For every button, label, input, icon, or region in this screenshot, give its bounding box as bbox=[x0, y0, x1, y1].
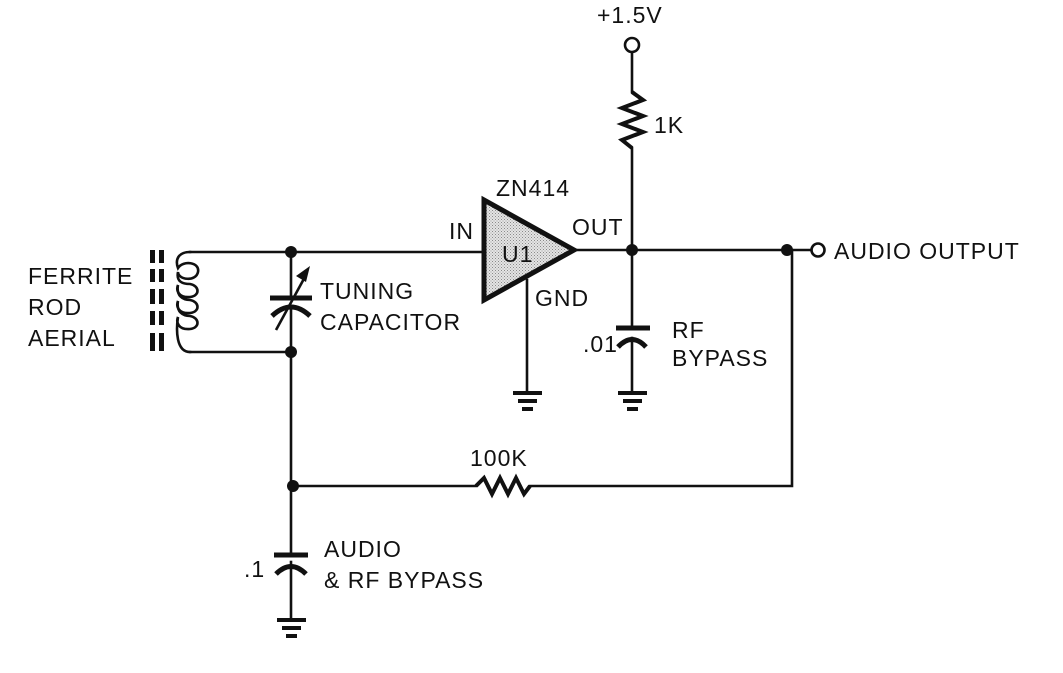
variable-arrow-line bbox=[274, 274, 308, 331]
capacitor-plate-curved bbox=[270, 304, 312, 318]
ic-gnd-label: GND bbox=[535, 285, 589, 311]
r1-value-label: 1K bbox=[654, 112, 684, 138]
rf-cap-value-label: .01 bbox=[583, 331, 618, 357]
aerial-label-line1: FERRITE bbox=[28, 263, 133, 289]
capacitor-plate-curved bbox=[274, 564, 308, 576]
junction-dot bbox=[285, 246, 297, 258]
audio-cap-label-line1: AUDIO bbox=[324, 536, 402, 562]
junction-dot bbox=[287, 480, 299, 492]
resistor-100k-icon bbox=[474, 473, 532, 499]
supply-voltage-label: +1.5V bbox=[597, 2, 663, 28]
audio-cap-label-line2: & RF BYPASS bbox=[324, 567, 484, 593]
audio-cap-value-label: .1 bbox=[244, 556, 265, 582]
audio-output-terminal-icon bbox=[810, 242, 826, 258]
ic-u1 bbox=[481, 195, 580, 305]
ferrite-rod-aerial bbox=[150, 250, 200, 354]
rf-cap-label-line2: BYPASS bbox=[672, 345, 768, 371]
ic-ref-label: U1 bbox=[502, 241, 533, 267]
ic-part-label: ZN414 bbox=[496, 175, 570, 201]
junction-dot bbox=[781, 244, 793, 256]
wire-feedback-right bbox=[528, 248, 794, 488]
rf-bypass-capacitor bbox=[616, 325, 650, 349]
supply-terminal-icon bbox=[623, 36, 641, 54]
ic-in-label: IN bbox=[449, 218, 474, 244]
wires bbox=[188, 50, 814, 622]
junction-dot bbox=[626, 244, 638, 256]
tuning-capacitor bbox=[270, 266, 312, 331]
ic-out-label: OUT bbox=[572, 214, 624, 240]
amplifier-triangle-icon bbox=[481, 195, 580, 305]
ground-ic-icon bbox=[513, 391, 542, 411]
tuning-label-line2: CAPACITOR bbox=[320, 309, 461, 335]
audio-output-label: AUDIO OUTPUT bbox=[834, 238, 1020, 264]
ground-audio-cap-icon bbox=[277, 618, 306, 638]
tuning-label-line1: TUNING bbox=[320, 278, 414, 304]
r2-value-label: 100K bbox=[470, 445, 528, 471]
inductor-coil-icon bbox=[175, 250, 200, 354]
junction-dot bbox=[285, 346, 297, 358]
aerial-label-line2: ROD bbox=[28, 294, 82, 320]
ferrite-core-icon bbox=[150, 250, 164, 351]
resistor-1k-icon bbox=[616, 90, 649, 150]
rf-cap-label-line1: RF bbox=[672, 317, 705, 343]
variable-arrow-head-icon bbox=[296, 266, 310, 282]
audio-bypass-capacitor bbox=[274, 552, 308, 576]
ground-rf-cap-icon bbox=[618, 391, 647, 411]
capacitor-plate-curved bbox=[616, 337, 648, 349]
aerial-label-line3: AERIAL bbox=[28, 325, 116, 351]
